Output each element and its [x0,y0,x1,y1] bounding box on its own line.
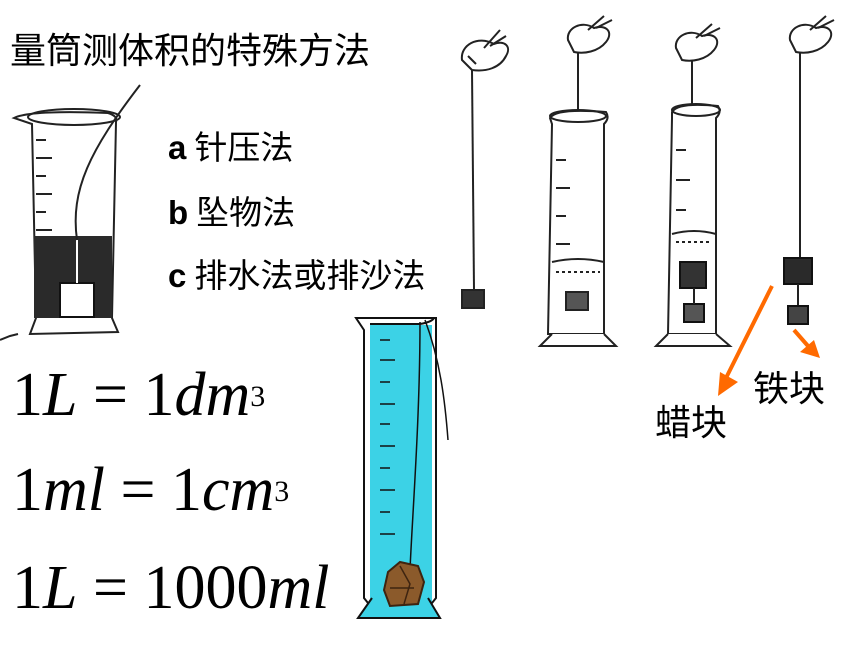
formula-ml-cm3: 1ml = 1cm3 [12,455,289,525]
formula-lhs-num: 1 [12,554,43,622]
formula-rhs-num: 1000 [143,554,268,622]
formula-rhs-unit: dm [174,361,251,429]
page-title: 量筒测体积的特殊方法 [10,31,371,72]
formula-lhs-unit: L [43,361,78,429]
formula-rhs-num: 1 [170,456,202,524]
method-letter: c [168,257,187,294]
formula-lhs-num: 1 [12,456,43,524]
formula-liter-dm3: 1L = 1dm3 [12,360,265,430]
hand-holding-string-1 [460,29,510,309]
formula-exp: 3 [250,380,266,413]
hand-holding-wax-and-iron [783,15,835,325]
formula-lhs-num: 1 [12,361,43,429]
rock [382,560,426,608]
formula-eq: = [92,554,128,622]
label-iron-block: 铁块 [753,369,826,410]
formula-liter-ml: 1L = 1000ml [12,553,329,623]
method-letter: a [168,129,187,166]
method-text: 坠物法 [196,193,296,232]
method-text: 排水法或排沙法 [194,256,426,295]
formula-eq: = [120,456,156,524]
formula-exp: 3 [274,475,290,508]
arrow-to-wax [718,285,774,396]
formula-lhs-unit: L [43,554,78,622]
needle-method-cylinder [0,84,141,341]
cylinder-wax-and-iron [653,23,733,347]
method-text: 针压法 [194,128,294,167]
method-letter: b [168,194,189,231]
formula-rhs-num: 1 [143,361,175,429]
formula-rhs-unit: ml [267,554,330,622]
formula-lhs-unit: ml [43,456,105,524]
formula-rhs-unit: cm [201,456,275,524]
cylinder-sunk-block [537,15,619,347]
label-wax-block: 蜡块 [655,403,728,444]
displacement-cylinder [354,317,449,619]
arrow-to-iron [792,328,820,358]
formula-eq: = [92,361,128,429]
